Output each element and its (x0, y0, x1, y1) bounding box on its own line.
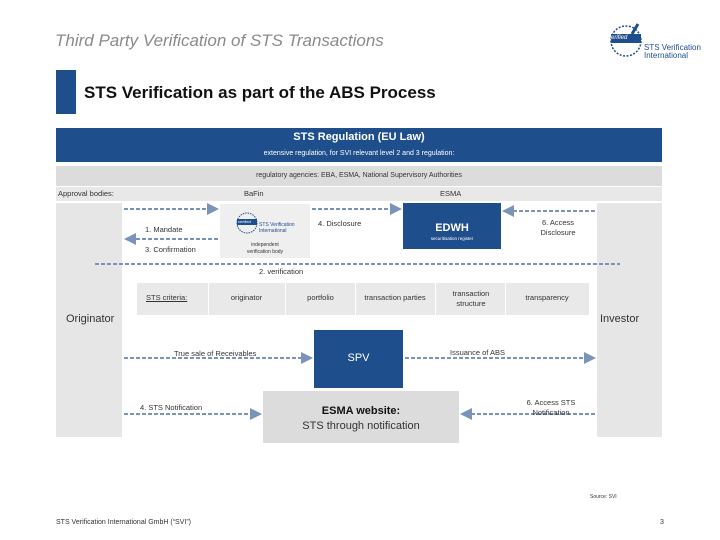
esma-website-title: ESMA website: (321, 405, 401, 417)
logo-name-line2: International (644, 51, 689, 60)
svi-sub-line2: verification body (246, 249, 284, 255)
section-subtitle: STS Verification as part of the ABS Proc… (84, 83, 436, 102)
criteria-item: portfolio (307, 293, 334, 302)
step-access-sts-line2: Notification (532, 408, 570, 417)
step-true-sale: True sale of Receivables (174, 349, 257, 358)
criteria-divider (285, 283, 286, 315)
criteria-divider (208, 283, 209, 315)
criteria-item: transaction parties (364, 293, 426, 302)
source-note: Source: SVI (590, 494, 617, 500)
step-access-disclosure: 6. Access Disclosure (528, 218, 588, 238)
approval-bodies-label: Approval bodies: (58, 189, 114, 198)
criteria-item: originator (230, 293, 263, 302)
logo-badge-text: verified (608, 35, 628, 41)
svi-name-line2: International (259, 228, 287, 234)
criteria-divider (435, 283, 436, 315)
step-sts-notification: 4. STS Notification (140, 403, 203, 412)
svi-name: STS Verification International (259, 222, 295, 234)
edwh-box (403, 203, 501, 249)
step-disclosure: 4. Disclosure (318, 219, 362, 228)
investor-label: Investor (600, 313, 640, 325)
originator-label: Originator (66, 313, 115, 325)
svi-sub-line1: independent (251, 242, 279, 248)
step-confirmation: 3. Confirmation (145, 245, 196, 254)
step-mandate: 1. Mandate (145, 225, 183, 234)
esma-website-sub: STS through notification (302, 420, 420, 432)
svi-name-line1: STS Verification (259, 222, 295, 228)
step-access-disclosure-line2: Disclosure (540, 228, 576, 237)
step-access-sts-line1: 6. Access STS (526, 398, 576, 407)
regulation-subtitle: extensive regulation, for SVI relevant l… (263, 150, 455, 157)
agencies-text: regulatory agencies: EBA, ESMA, National… (256, 172, 462, 179)
spv-box (314, 330, 403, 388)
esma-website-box (263, 391, 459, 443)
investor-column (597, 203, 662, 437)
criteria-divider (505, 283, 506, 315)
criteria-divider (355, 283, 356, 315)
svi-box (220, 204, 310, 258)
edwh-label: EDWH (435, 222, 469, 234)
step-issuance: Issuance of ABS (450, 348, 506, 357)
logo-name-line1: STS Verification (644, 43, 701, 52)
step-access-sts: 6. Access STS Notification (515, 398, 587, 418)
page-title: Third Party Verification of STS Transact… (55, 31, 384, 50)
criteria-item: transaction structure (452, 289, 490, 308)
originator-column (56, 203, 122, 437)
accent-bar (56, 70, 76, 114)
company-logo (610, 23, 642, 57)
criteria-item: transparency (525, 293, 569, 302)
approval-bafin: BaFin (244, 189, 264, 198)
svi-badge-text: verified (238, 219, 251, 224)
edwh-sub: securitisation register (430, 236, 474, 241)
logo-text: STS Verification International (644, 44, 701, 60)
svi-subtitle: independent verification body (220, 242, 310, 256)
footer-company: STS Verification International GmbH (“SV… (56, 519, 191, 526)
svi-logo-icon (236, 212, 258, 234)
regulation-title: STS Regulation (EU Law) (293, 131, 425, 143)
page-number: 3 (660, 519, 664, 526)
regulation-banner (56, 128, 662, 162)
step-access-disclosure-line1: 6. Access (541, 218, 575, 227)
approval-esma: ESMA (440, 189, 462, 198)
agencies-bar (56, 166, 662, 186)
criteria-label: STS criteria: (146, 293, 188, 302)
criteria-row (137, 283, 589, 315)
step-verification: 2. verification (259, 267, 304, 276)
spv-label: SPV (347, 352, 370, 364)
approval-bodies-row (56, 187, 662, 201)
